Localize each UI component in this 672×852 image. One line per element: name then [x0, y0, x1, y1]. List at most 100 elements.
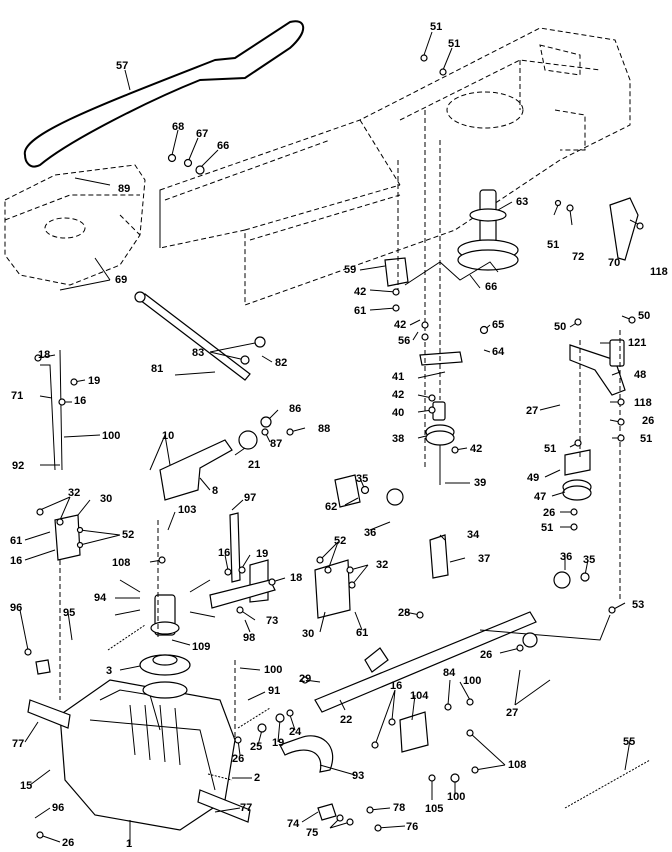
part-label-96: 96: [10, 602, 22, 614]
part-label-53: 53: [632, 599, 644, 611]
part-label-86: 86: [289, 403, 301, 415]
part-label-35: 35: [583, 554, 595, 566]
part-label-40: 40: [392, 407, 404, 419]
part-label-61: 61: [356, 627, 368, 639]
spring-55: [564, 759, 651, 809]
part-label-56: 56: [398, 335, 410, 347]
part-label-52: 52: [122, 529, 134, 541]
part-label-27: 27: [506, 707, 518, 719]
part-label-61: 61: [354, 305, 366, 317]
part-label-83: 83: [192, 347, 204, 359]
part-label-19: 19: [256, 548, 268, 560]
part-label-92: 92: [12, 460, 24, 472]
part-label-51: 51: [448, 38, 460, 50]
spring-2: [207, 773, 233, 781]
part-label-105: 105: [425, 803, 443, 815]
part-label-100: 100: [463, 675, 481, 687]
part-label-62: 62: [325, 501, 337, 513]
part-label-108: 108: [112, 557, 130, 569]
part-label-69: 69: [115, 274, 127, 286]
part-label-75: 75: [306, 827, 318, 839]
part-label-104: 104: [410, 690, 429, 702]
spring-25: [237, 707, 271, 729]
part-label-51: 51: [541, 522, 553, 534]
idler-pulley: [425, 401, 455, 485]
part-label-26: 26: [62, 837, 74, 849]
part-label-103: 103: [178, 504, 196, 516]
part-label-16: 16: [74, 395, 86, 407]
part-label-55: 55: [623, 736, 635, 748]
part-label-10: 10: [162, 430, 174, 442]
drive-rod: [314, 611, 611, 713]
part-label-27: 27: [526, 405, 538, 417]
part-label-41: 41: [392, 371, 404, 383]
part-label-74: 74: [287, 818, 300, 830]
part-label-51: 51: [544, 443, 556, 455]
part-label-52: 52: [334, 535, 346, 547]
alignment-guides: [59, 110, 621, 740]
part-label-100: 100: [447, 791, 465, 803]
part-label-88: 88: [318, 423, 330, 435]
part-label-26: 26: [232, 753, 244, 765]
part-label-3: 3: [106, 665, 112, 677]
idler-pulley-47: [562, 449, 592, 501]
part-label-19: 19: [88, 375, 100, 387]
part-label-118: 118: [650, 266, 668, 278]
part-label-32: 32: [376, 559, 388, 571]
part-label-35: 35: [356, 473, 368, 485]
tractor-frame: [159, 27, 631, 306]
idler-bracket: [569, 339, 626, 396]
part-label-42: 42: [354, 286, 366, 298]
part-label-42: 42: [470, 443, 482, 455]
rear-deck-outline: [4, 164, 146, 286]
part-label-50: 50: [638, 310, 650, 322]
leader-lines: [19, 31, 641, 845]
part-label-76: 76: [406, 821, 418, 833]
part-label-16: 16: [390, 680, 402, 692]
part-label-16: 16: [218, 547, 230, 559]
part-label-38: 38: [392, 433, 404, 445]
part-label-32: 32: [68, 487, 80, 499]
part-label-22: 22: [340, 714, 352, 726]
part-label-61: 61: [10, 535, 22, 547]
part-label-81: 81: [151, 363, 163, 375]
part-label-21: 21: [248, 459, 260, 471]
part-label-68: 68: [172, 121, 184, 133]
part-label-18: 18: [290, 572, 302, 584]
hardware: [24, 54, 644, 839]
part-label-47: 47: [534, 491, 546, 503]
part-label-95: 95: [63, 607, 75, 619]
part-label-91: 91: [268, 685, 280, 697]
part-label-42: 42: [394, 319, 406, 331]
part-label-77: 77: [240, 802, 252, 814]
part-label-51: 51: [640, 433, 652, 445]
part-label-15: 15: [20, 780, 32, 792]
part-label-87: 87: [270, 438, 282, 450]
shift-rod: [134, 291, 251, 381]
part-label-100: 100: [264, 664, 282, 676]
part-label-94: 94: [94, 592, 107, 604]
part-label-29: 29: [299, 673, 311, 685]
part-label-48: 48: [634, 369, 646, 381]
part-label-118: 118: [634, 397, 652, 409]
part-label-26: 26: [642, 415, 654, 427]
part-label-2: 2: [254, 772, 260, 784]
part-label-49: 49: [527, 472, 539, 484]
part-label-98: 98: [243, 632, 255, 644]
part-label-30: 30: [302, 628, 314, 640]
part-label-57: 57: [116, 60, 128, 72]
part-label-82: 82: [275, 357, 287, 369]
part-label-97: 97: [244, 492, 256, 504]
part-label-108: 108: [508, 759, 526, 771]
part-label-36: 36: [560, 551, 572, 563]
part-label-34: 34: [467, 529, 480, 541]
transaxle-assembly: [27, 579, 251, 831]
part-label-8: 8: [212, 485, 218, 497]
part-label-78: 78: [393, 802, 405, 814]
part-label-109: 109: [192, 641, 210, 653]
part-label-66: 66: [217, 140, 229, 152]
part-label-84: 84: [443, 667, 456, 679]
part-label-51: 51: [430, 21, 442, 33]
